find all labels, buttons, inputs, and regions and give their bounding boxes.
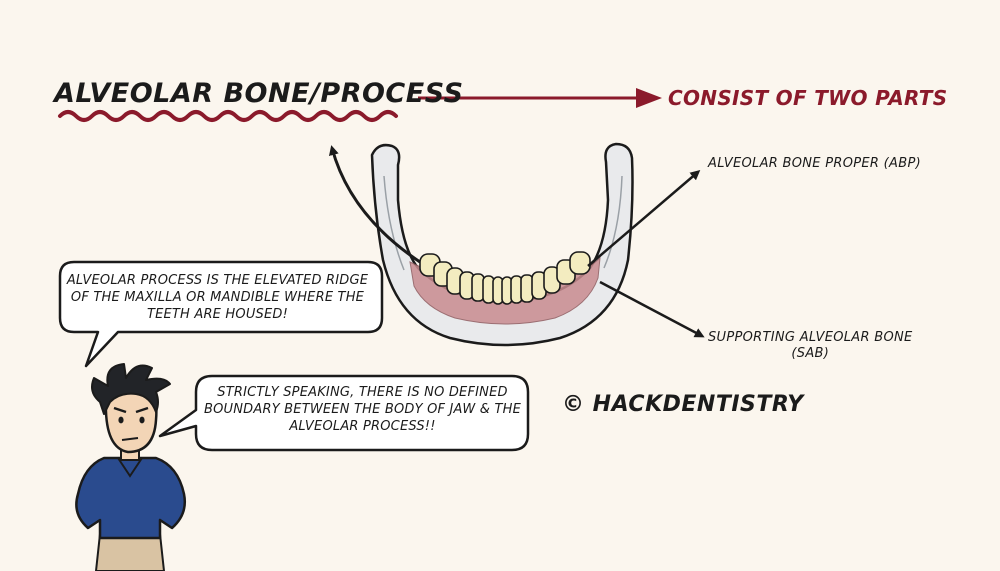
speech-bubble-1 <box>58 260 384 368</box>
label-sab-line1: SUPPORTING ALVEOLAR BONE <box>708 330 913 345</box>
title: ALVEOLAR BONE/PROCESS <box>54 78 464 109</box>
label-sab-line2: (SAB) <box>791 346 830 361</box>
teeth-row <box>419 251 591 305</box>
mandible-illustration <box>370 142 634 347</box>
character-shirt <box>75 456 186 540</box>
copyright-text: © HACKDENTISTRY <box>562 392 804 417</box>
arrow-from-process <box>328 145 421 264</box>
bubble-boundary-text: STRICTLY SPEAKING, THERE IS NO DEFINED B… <box>203 385 522 434</box>
parts-heading: CONSIST OF TWO PARTS <box>668 86 948 110</box>
label-sab: SUPPORTING ALVEOLAR BONE (SAB) <box>708 330 913 362</box>
label-abp: ALVEOLAR BONE PROPER (ABP) <box>708 156 921 171</box>
arrow-to-abp <box>587 170 701 267</box>
title-underline <box>58 110 398 122</box>
cartoon-character <box>75 363 186 571</box>
character-pants <box>94 533 166 571</box>
speech-bubble-2 <box>158 374 530 452</box>
character-hair <box>91 363 171 415</box>
bubble-definition-text: ALVEOLAR PROCESS IS THE ELEVATED RIDGE O… <box>66 273 369 322</box>
arrow-to-sab <box>599 280 705 338</box>
arrow-to-parts-head <box>636 88 662 108</box>
